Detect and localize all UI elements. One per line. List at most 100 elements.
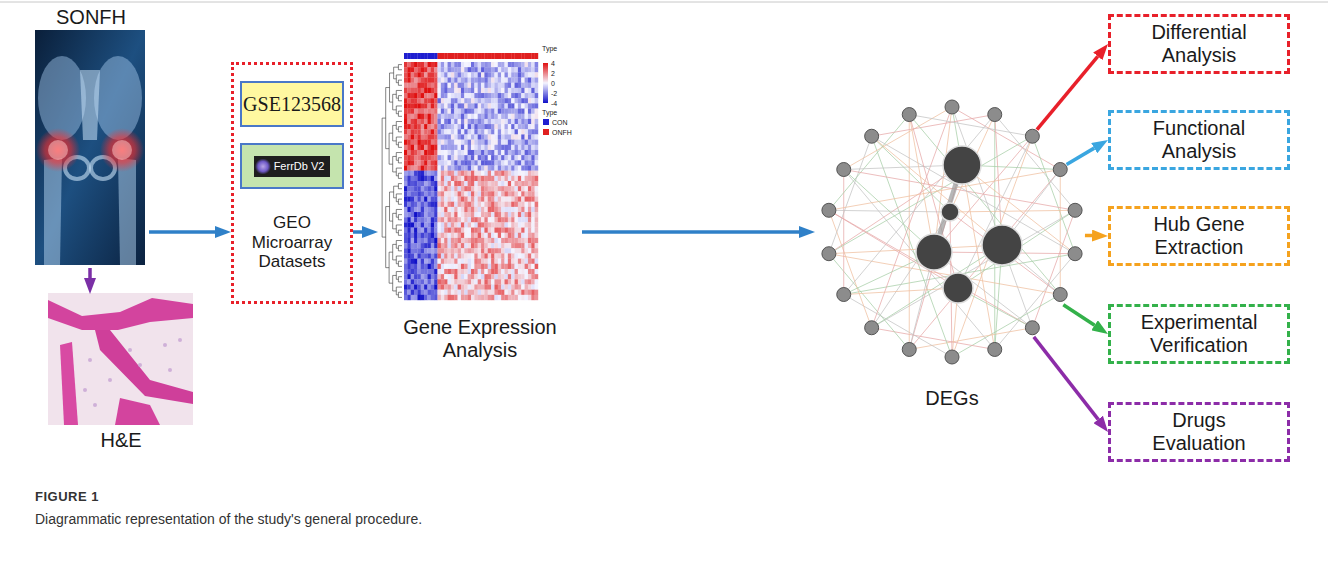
heatmap-cell bbox=[424, 228, 428, 233]
heatmap-cell bbox=[461, 264, 465, 269]
marrow-cells bbox=[83, 338, 182, 407]
heatmap-cell bbox=[525, 228, 529, 233]
heatmap-cell bbox=[498, 83, 502, 88]
heatmap-cell bbox=[518, 119, 522, 124]
heatmap-cell bbox=[434, 228, 438, 233]
heatmap-cell bbox=[474, 124, 478, 129]
heatmap-cell bbox=[508, 109, 512, 114]
heatmap-cell bbox=[407, 191, 411, 196]
heatmap-cell bbox=[424, 171, 428, 176]
heatmap-cell bbox=[488, 165, 492, 170]
heatmap-cell bbox=[474, 290, 478, 295]
heatmap-cell bbox=[461, 171, 465, 176]
heatmap-cell bbox=[427, 88, 431, 93]
heatmap-cell bbox=[478, 253, 482, 258]
heatmap-cell bbox=[491, 269, 495, 274]
heatmap-cell bbox=[518, 248, 522, 253]
heatmap-cell bbox=[494, 274, 498, 279]
heatmap-cell bbox=[491, 165, 495, 170]
heatmap-cell bbox=[484, 176, 488, 181]
type-bar-cell bbox=[471, 53, 475, 59]
heatmap-cell bbox=[404, 186, 408, 191]
heatmap-cell bbox=[448, 93, 452, 98]
heatmap-cell bbox=[488, 62, 492, 67]
heatmap-cell bbox=[471, 243, 475, 248]
heatmap-cell bbox=[454, 222, 458, 227]
type-bar-cell bbox=[464, 53, 468, 59]
type-bar-cell bbox=[478, 53, 482, 59]
heatmap-cell bbox=[414, 238, 418, 243]
heatmap-cell bbox=[474, 238, 478, 243]
heatmap-cell bbox=[481, 222, 485, 227]
heatmap-cell bbox=[535, 191, 539, 196]
heatmap-cell bbox=[434, 295, 438, 300]
heatmap-cell bbox=[461, 119, 465, 124]
heatmap-cell bbox=[407, 109, 411, 114]
heatmap-cell bbox=[521, 103, 525, 108]
heatmap-cell bbox=[424, 202, 428, 207]
heatmap-cell bbox=[535, 222, 539, 227]
heatmap-cell bbox=[484, 181, 488, 186]
heatmap-cell bbox=[521, 171, 525, 176]
heatmap-cell bbox=[528, 78, 532, 83]
heatmap-cell bbox=[441, 165, 445, 170]
heatmap-cell bbox=[474, 295, 478, 300]
heatmap-cell bbox=[464, 290, 468, 295]
heatmap-cell bbox=[494, 62, 498, 67]
heatmap-cell bbox=[528, 124, 532, 129]
heatmap-cell bbox=[407, 264, 411, 269]
dendrogram-line bbox=[396, 90, 402, 98]
heatmap-cell bbox=[458, 217, 462, 222]
heatmap-cell bbox=[414, 207, 418, 212]
heatmap-cell bbox=[515, 222, 519, 227]
heatmap-cell bbox=[511, 269, 515, 274]
heatmap-cell bbox=[441, 238, 445, 243]
heatmap-cell bbox=[498, 253, 502, 258]
heatmap-cell bbox=[427, 217, 431, 222]
heatmap-cell bbox=[508, 248, 512, 253]
heatmap-cell bbox=[421, 165, 425, 170]
heatmap-cell bbox=[468, 140, 472, 145]
heatmap-cell bbox=[411, 129, 415, 134]
heatmap-cell bbox=[464, 119, 468, 124]
heatmap-cell bbox=[491, 228, 495, 233]
heatmap-cell bbox=[411, 290, 415, 295]
heatmap-cell bbox=[531, 129, 535, 134]
heatmap-cell bbox=[478, 233, 482, 238]
heatmap-cell bbox=[535, 67, 539, 72]
heatmap-cell bbox=[481, 176, 485, 181]
heatmap-cell bbox=[498, 176, 502, 181]
heatmap-cell bbox=[404, 191, 408, 196]
heatmap-cell bbox=[508, 217, 512, 222]
heatmap-cell bbox=[427, 134, 431, 139]
heatmap-cell bbox=[484, 67, 488, 72]
heatmap-cell bbox=[521, 165, 525, 170]
heatmap-cell bbox=[421, 207, 425, 212]
dendrogram-line bbox=[396, 194, 402, 202]
heatmap-cell bbox=[488, 171, 492, 176]
heatmap-cell bbox=[407, 134, 411, 139]
heatmap-cell bbox=[528, 228, 532, 233]
heatmap-cell bbox=[501, 67, 505, 72]
heatmap-cell bbox=[417, 248, 421, 253]
heatmap-cell bbox=[484, 264, 488, 269]
heatmap-cell bbox=[471, 181, 475, 186]
heatmap-cell bbox=[494, 103, 498, 108]
type-bar-cell bbox=[461, 53, 465, 59]
heatmap-cell bbox=[484, 207, 488, 212]
heatmap-cell bbox=[505, 145, 509, 150]
heatmap-cell bbox=[501, 222, 505, 227]
heatmap-cell bbox=[508, 119, 512, 124]
dendrogram-line bbox=[398, 65, 402, 70]
heatmap-cell bbox=[521, 78, 525, 83]
heatmap-cell bbox=[458, 103, 462, 108]
heatmap-cell bbox=[505, 248, 509, 253]
heatmap-cell bbox=[494, 181, 498, 186]
heatmap-cell bbox=[515, 228, 519, 233]
heatmap-cell bbox=[448, 114, 452, 119]
heatmap-cell bbox=[454, 72, 458, 77]
heatmap-cell bbox=[511, 124, 515, 129]
heatmap-cell bbox=[525, 134, 529, 139]
heatmap-cell bbox=[458, 269, 462, 274]
heatmap-cell bbox=[434, 109, 438, 114]
